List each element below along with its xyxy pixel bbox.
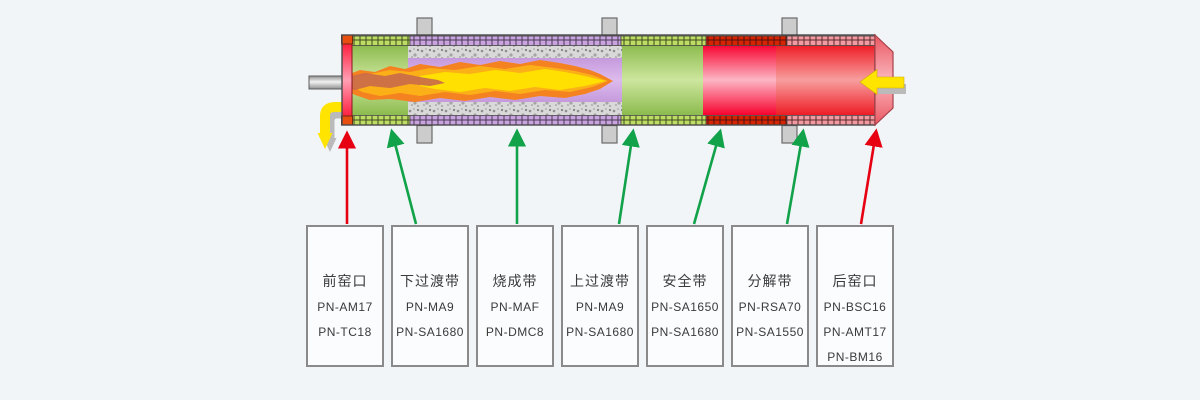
- zone-title: 前窑口: [322, 273, 368, 289]
- zone-title: 上过渡带: [570, 273, 630, 289]
- burner-flame: [347, 60, 613, 102]
- product-code: PN-DMC8: [485, 325, 545, 339]
- zone-title: 安全带: [662, 273, 708, 289]
- product-code: PN-SA1680: [651, 325, 719, 339]
- zone-label-box-rear-mouth: 后窑口 PN-BSC16 PN-AMT17 PN-BM16: [816, 225, 894, 367]
- zone-safety: [703, 45, 776, 115]
- arrow-safety-zone: [692, 128, 725, 225]
- front-kiln-mouth: [341, 34, 353, 126]
- product-code: PN-TC18: [318, 325, 372, 339]
- zone-title: 后窑口: [832, 273, 878, 289]
- material-feed-arrow: [859, 68, 906, 96]
- arrow-upper-transition: [617, 128, 640, 225]
- product-code: PN-SA1680: [396, 325, 464, 339]
- zone-label-box-safety-zone: 安全带 PN-SA1650 PN-SA1680: [646, 225, 724, 367]
- product-code: PN-SA1550: [736, 325, 804, 339]
- product-code: PN-BSC16: [823, 300, 887, 314]
- arrow-decomposition-zone: [785, 128, 810, 225]
- zone-title: 分解带: [747, 273, 793, 289]
- product-code: PN-SA1650: [651, 300, 719, 314]
- product-code: PN-MAF: [490, 300, 540, 314]
- zone-title: 烧成带: [492, 273, 538, 289]
- product-code: PN-BM16: [827, 350, 883, 364]
- zone-label-box-front-mouth: 前窑口 PN-AM17 PN-TC18: [306, 225, 384, 367]
- arrow-lower-transition: [386, 128, 418, 225]
- kiln-brick-linings: [351, 35, 876, 126]
- product-code: PN-AM17: [317, 300, 373, 314]
- product-code: PN-SA1680: [566, 325, 634, 339]
- zone-label-box-upper-transition: 上过渡带 PN-MA9 PN-SA1680: [561, 225, 639, 367]
- kiln-coating-bands: [408, 45, 622, 115]
- product-code: PN-MA9: [405, 300, 455, 314]
- product-code: PN-MA9: [575, 300, 625, 314]
- label-pointer-arrows: [337, 128, 883, 225]
- zone-label-box-decomposition-zone: 分解带 PN-RSA70 PN-SA1550: [731, 225, 809, 367]
- product-code: PN-AMT17: [823, 325, 887, 339]
- zone-label-box-burning-zone: 烧成带 PN-MAF PN-DMC8: [476, 225, 554, 367]
- zone-title: 下过渡带: [400, 273, 460, 289]
- clinker-discharge-arrow: [317, 102, 346, 152]
- zone-upper-transition: [622, 45, 703, 115]
- zone-label-box-lower-transition: 下过渡带 PN-MA9 PN-SA1680: [391, 225, 469, 367]
- arrow-rear-mouth: [859, 128, 883, 225]
- zone-decomposition: [776, 45, 875, 115]
- product-code: PN-RSA70: [738, 300, 802, 314]
